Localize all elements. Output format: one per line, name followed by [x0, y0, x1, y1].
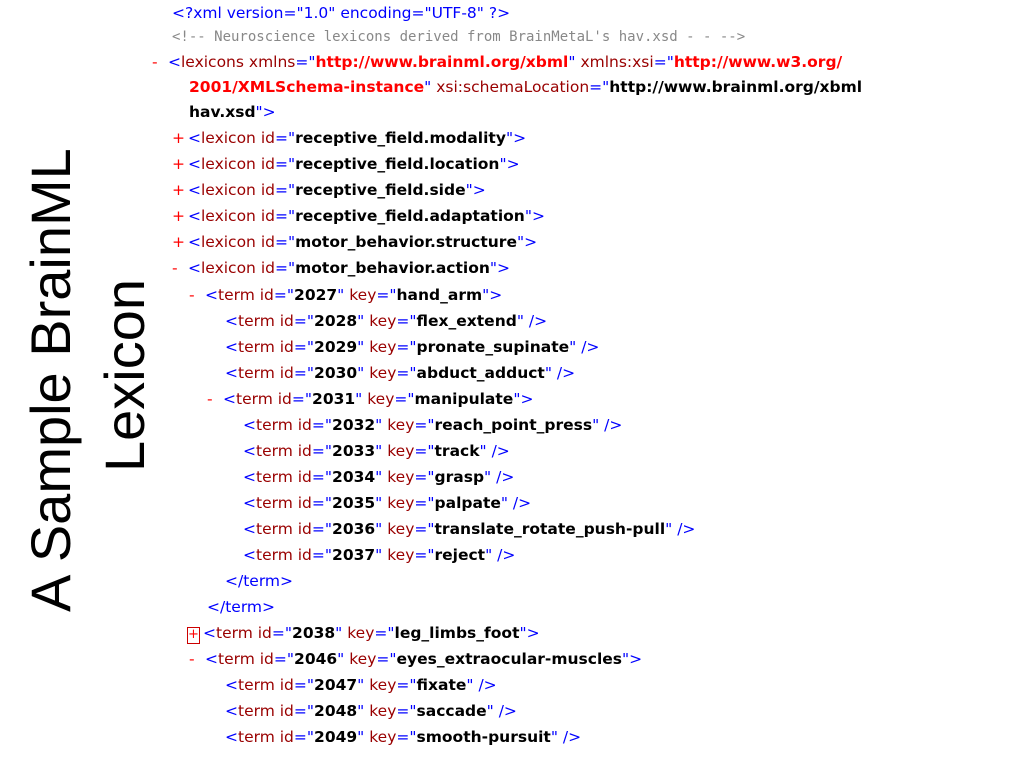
- expand-toggle[interactable]: +: [172, 129, 185, 147]
- lexicon-id: motor_behavior.structure: [295, 233, 517, 251]
- lexicon-id: motor_behavior.action: [295, 259, 490, 277]
- term-element: <term id="2029" key="pronate_supinate" /…: [225, 338, 600, 356]
- root-element-line-2: 2001/XMLSchema-instance" xsi:schemaLocat…: [189, 78, 863, 96]
- term-id: 2034: [332, 468, 376, 486]
- close-tag: </term>: [225, 572, 294, 590]
- expand-toggle[interactable]: +: [172, 181, 185, 199]
- term-id: 2030: [314, 364, 358, 382]
- attr-value: http://www.brainml.org/xbml: [609, 78, 863, 96]
- xml-declaration: <?xml version="1.0" encoding="UTF-8" ?>: [172, 4, 511, 22]
- term-element: <term id="2033" key="track" />: [243, 442, 510, 460]
- term-element: <term id="2049" key="smooth-pursuit" />: [225, 728, 582, 746]
- lexicon-id: receptive_field.modality: [295, 129, 506, 147]
- xml-comment: <!-- Neuroscience lexicons derived from …: [172, 29, 746, 45]
- term-element: <term id="2037" key="reject" />: [243, 546, 516, 564]
- lexicon-element: -<lexicon id="motor_behavior.action">: [172, 259, 511, 277]
- term-key: saccade: [416, 702, 487, 720]
- term-key: hand_arm: [396, 286, 483, 304]
- term-id: 2027: [294, 286, 338, 304]
- term-element: -<term id="2031" key="manipulate">: [207, 390, 534, 408]
- term-element: <term id="2047" key="fixate" />: [225, 676, 497, 694]
- collapse-toggle[interactable]: -: [172, 259, 178, 277]
- lexicon-id: receptive_field.location: [295, 155, 500, 173]
- term-key: grasp: [434, 468, 485, 486]
- collapse-toggle[interactable]: -: [189, 650, 195, 668]
- expand-toggle[interactable]: +: [172, 155, 185, 173]
- lexicon-element: +<lexicon id="receptive_field.location">: [172, 155, 520, 173]
- term-id: 2037: [332, 546, 376, 564]
- term-element: <term id="2028" key="flex_extend" />: [225, 312, 548, 330]
- term-element: <term id="2035" key="palpate" />: [243, 494, 532, 512]
- term-key: reject: [434, 546, 486, 564]
- term-key: translate_rotate_push-pull: [434, 520, 666, 538]
- term-key: track: [434, 442, 480, 460]
- term-id: 2048: [314, 702, 358, 720]
- term-element: <term id="2036" key="translate_rotate_pu…: [243, 520, 696, 538]
- lexicon-element: +<lexicon id="receptive_field.adaptation…: [172, 207, 545, 225]
- term-key: flex_extend: [416, 312, 517, 330]
- attr-value: http://www.brainml.org/xbml: [315, 53, 569, 71]
- term-key: fixate: [416, 676, 467, 694]
- term-id: 2028: [314, 312, 358, 330]
- term-element: <term id="2048" key="saccade" />: [225, 702, 517, 720]
- term-key: manipulate: [414, 390, 514, 408]
- close-tag: </term>: [207, 598, 276, 616]
- attr-value: 2001/XMLSchema-instance: [189, 78, 425, 96]
- term-key: reach_point_press: [434, 416, 593, 434]
- lexicon-id: receptive_field.adaptation: [295, 207, 525, 225]
- term-key: abduct_adduct: [416, 364, 545, 382]
- term-element: <term id="2034" key="grasp" />: [243, 468, 515, 486]
- root-element-line: -<lexicons xmlns="http://www.brainml.org…: [152, 53, 843, 71]
- expand-toggle[interactable]: +: [187, 627, 200, 644]
- term-id: 2031: [312, 390, 356, 408]
- term-key: eyes_extraocular-muscles: [396, 650, 623, 668]
- collapse-toggle[interactable]: -: [152, 53, 158, 71]
- term-id: 2036: [332, 520, 376, 538]
- term-element: +<term id="2038" key="leg_limbs_foot">: [187, 624, 540, 644]
- lexicon-element: +<lexicon id="receptive_field.side">: [172, 181, 486, 199]
- term-element: <term id="2032" key="reach_point_press" …: [243, 416, 623, 434]
- collapse-toggle[interactable]: -: [189, 286, 195, 304]
- term-id: 2032: [332, 416, 376, 434]
- term-id: 2047: [314, 676, 358, 694]
- term-id: 2038: [292, 624, 336, 642]
- term-key: palpate: [434, 494, 501, 512]
- term-id: 2029: [314, 338, 358, 356]
- lexicon-id: receptive_field.side: [295, 181, 466, 199]
- term-element: -<term id="2027" key="hand_arm">: [189, 286, 503, 304]
- lexicon-element: +<lexicon id="receptive_field.modality">: [172, 129, 527, 147]
- root-element-line-3: hav.xsd">: [189, 103, 276, 121]
- term-id: 2046: [294, 650, 338, 668]
- attr-value: http://www.w3.org/: [673, 53, 843, 71]
- expand-toggle[interactable]: +: [172, 207, 185, 225]
- attr-value: hav.xsd: [189, 103, 256, 121]
- term-key: leg_limbs_foot: [394, 624, 520, 642]
- term-element: <term id="2030" key="abduct_adduct" />: [225, 364, 576, 382]
- term-id: 2049: [314, 728, 358, 746]
- expand-toggle[interactable]: +: [172, 233, 185, 251]
- tag-name: lexicons: [181, 53, 244, 71]
- term-key: smooth-pursuit: [416, 728, 551, 746]
- term-key: pronate_supinate: [416, 338, 570, 356]
- lexicon-element: +<lexicon id="motor_behavior.structure">: [172, 233, 538, 251]
- term-id: 2035: [332, 494, 376, 512]
- collapse-toggle[interactable]: -: [207, 390, 213, 408]
- term-id: 2033: [332, 442, 376, 460]
- term-element: -<term id="2046" key="eyes_extraocular-m…: [189, 650, 643, 668]
